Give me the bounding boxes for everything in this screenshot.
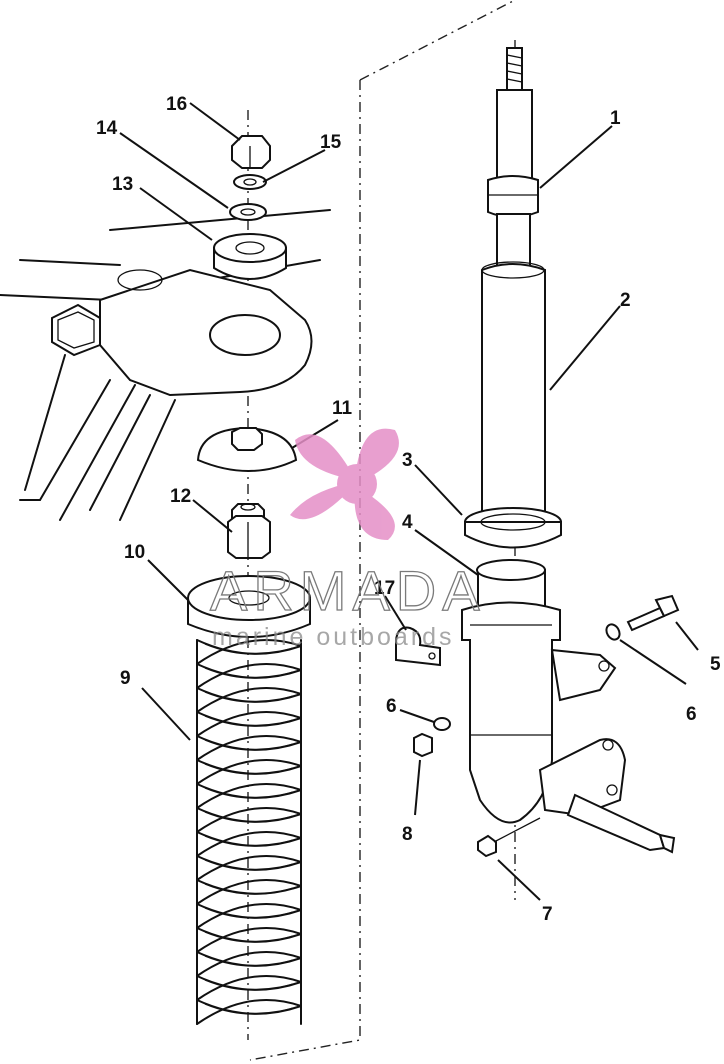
spring-coil-inner	[204, 787, 294, 799]
spring-coil-inner	[204, 691, 294, 703]
part-4-spindle-housing	[461, 559, 676, 854]
part-14-washer	[229, 203, 267, 221]
part-9-coil-spring	[196, 639, 302, 1025]
callout-12: 12	[170, 486, 191, 507]
propeller-logo	[290, 428, 399, 540]
spring-coil	[196, 711, 302, 737]
spring-coil-inner	[204, 907, 294, 919]
callout-9: 9	[120, 668, 131, 689]
spring-coil	[196, 951, 302, 977]
part-6-washer-right	[605, 623, 621, 641]
callout-8: 8	[402, 824, 413, 845]
callout-16: 16	[166, 94, 187, 115]
part-6-washer-left	[433, 717, 451, 731]
part-17-clip	[395, 626, 441, 667]
spring-coil-inner	[204, 859, 294, 871]
spring-coil-inner	[204, 979, 294, 991]
spring-coil-inner	[204, 811, 294, 823]
leader-lines	[119, 102, 699, 901]
spring-coil	[196, 999, 302, 1025]
spring-coil	[196, 687, 302, 713]
spring-coil	[196, 903, 302, 929]
callout-5: 5	[710, 654, 721, 675]
callout-4: 4	[402, 512, 413, 533]
callouts: 1 2 3 4 5 6 6 7 8 9 10 11 12 13 14 15 16…	[96, 94, 721, 925]
spring-coil-inner	[204, 643, 294, 655]
callout-3: 3	[402, 450, 413, 471]
callout-2: 2	[620, 290, 631, 311]
spring-coil-inner	[204, 883, 294, 895]
callout-11: 11	[332, 398, 353, 419]
part-3-washer	[464, 507, 562, 549]
watermark-tagline: marine outboards	[212, 623, 455, 651]
spring-coil-inner	[204, 667, 294, 679]
callout-6-right: 6	[686, 704, 697, 725]
part-11-spring-seat	[196, 426, 298, 472]
part-5-bolt	[626, 594, 680, 632]
part-12-coupling-nut	[227, 503, 271, 559]
part-7-bolt	[477, 817, 541, 858]
callout-6-left: 6	[386, 696, 397, 717]
callout-1: 1	[610, 108, 621, 129]
spring-coil	[196, 927, 302, 953]
callout-10: 10	[124, 542, 145, 563]
part-13-upper-bushing	[213, 233, 287, 280]
callout-7: 7	[542, 904, 553, 925]
armada-watermark: ARMADA marine outboards	[209, 428, 486, 651]
spring-coil	[196, 879, 302, 905]
callout-17: 17	[374, 578, 395, 599]
spring-coil	[196, 759, 302, 785]
part-10-spring-cap	[187, 575, 311, 638]
spring-coil-inner	[204, 1003, 294, 1015]
part-1-part-2-strut	[481, 47, 546, 521]
callout-13: 13	[112, 174, 133, 195]
part-16-top-nut	[231, 135, 271, 169]
spring-coil-inner	[204, 955, 294, 967]
spring-coil	[196, 855, 302, 881]
spring-coil-inner	[204, 763, 294, 775]
spring-coil	[196, 831, 302, 857]
spring-coil	[196, 807, 302, 833]
spring-coil-inner	[204, 835, 294, 847]
part-8-nut	[413, 732, 433, 758]
spring-coil	[196, 735, 302, 761]
spring-coil	[196, 663, 302, 689]
spring-coil-inner	[204, 739, 294, 751]
part-15-lock-washer	[233, 174, 267, 190]
spring-coil-inner	[204, 931, 294, 943]
spring-coil	[196, 975, 302, 1001]
spring-coil	[196, 783, 302, 809]
watermark-brand: ARMADA	[210, 559, 486, 622]
callout-14: 14	[96, 118, 118, 139]
spring-coil-inner	[204, 715, 294, 727]
callout-15: 15	[320, 132, 342, 153]
